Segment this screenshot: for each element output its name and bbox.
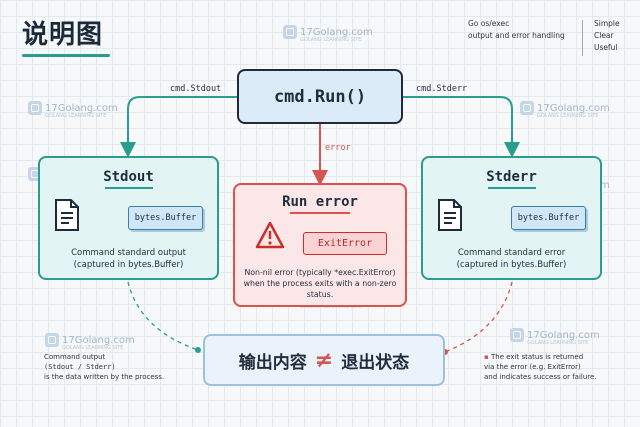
stderr-panel: Stderr bytes.Buffer Command standard err… (421, 156, 602, 280)
stderr-buffer: bytes.Buffer (511, 206, 586, 230)
top-divider (582, 20, 583, 56)
dashed-left (127, 281, 199, 351)
stdout-title: Stdout (103, 169, 154, 185)
top-note-line1: Go os/exec (468, 19, 510, 28)
output-content-label: 输出内容 (238, 352, 307, 373)
exit-status-label: 退出状态 (341, 352, 410, 373)
stdout-desc: Command standard output (captured in byt… (71, 248, 186, 270)
top-note-line2: output and error handling (468, 31, 565, 40)
tag-item: Useful (594, 43, 618, 52)
stdout-buffer: bytes.Buffer (128, 206, 203, 230)
label-cmd-stderr: cmd.Stderr (416, 84, 468, 94)
note-left: Command output (Stdout / Stderr) is the … (44, 353, 165, 381)
arrow-to-stdout (120, 96, 237, 158)
page-title: 说明图 (22, 20, 104, 50)
tags-list: Simple Clear Useful (594, 18, 620, 54)
output-vs-exit-status-box: 输出内容 ≠ 退出状态 (203, 334, 445, 386)
run-error-title-underline (290, 212, 350, 214)
title-underline (22, 54, 110, 57)
exit-error-badge: ExitError (303, 232, 387, 255)
watermark-logo-icon (510, 328, 524, 342)
watermark-logo-icon (520, 101, 534, 115)
top-note: Go os/exec output and error handling (468, 18, 565, 42)
label-cmd-stdout: cmd.Stdout (170, 84, 222, 94)
stderr-title: Stderr (486, 169, 537, 185)
stdout-panel: Stdout bytes.Buffer Command standard out… (38, 156, 219, 280)
run-error-title: Run error (282, 194, 358, 210)
watermark-logo-icon (28, 101, 42, 115)
note-right: ▪ The exit status is returned via the er… (484, 353, 597, 381)
run-error-desc: Non-nil error (typically *exec.ExitError… (243, 268, 397, 299)
tag-item: Simple (594, 19, 620, 28)
bullet-icon: ▪ (484, 353, 491, 361)
cmd-run-box: cmd.Run() (237, 69, 403, 124)
warning-icon (255, 221, 285, 249)
arrow-to-stderr (403, 96, 520, 158)
watermark-logo-icon (45, 333, 59, 347)
document-icon (438, 199, 462, 231)
label-error: error (325, 143, 351, 153)
document-icon (55, 199, 79, 231)
dashed-right (444, 281, 513, 353)
not-equal-symbol: ≠ (314, 347, 334, 373)
stderr-desc: Command standard error (captured in byte… (456, 248, 567, 270)
stdout-title-underline (104, 187, 153, 189)
watermark-logo-icon (283, 25, 297, 39)
tag-item: Clear (594, 31, 614, 40)
stderr-title-underline (487, 187, 536, 189)
